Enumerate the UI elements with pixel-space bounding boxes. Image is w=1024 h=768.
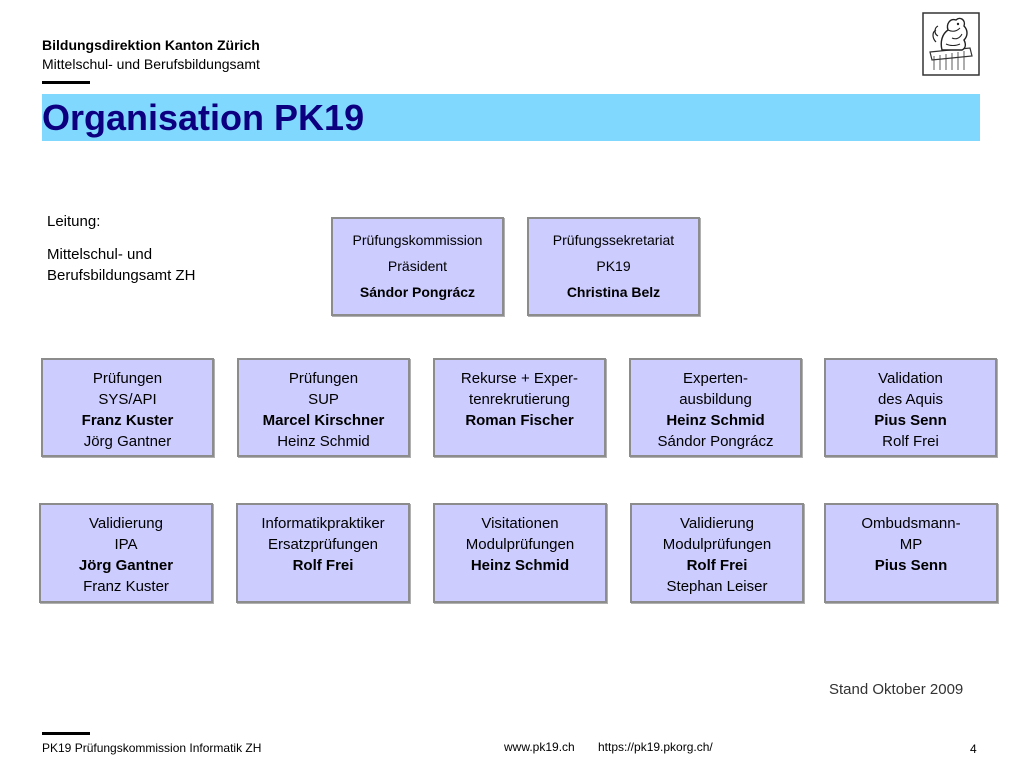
box-line: Prüfungskommission [352, 232, 483, 248]
box-person-deputy: Rolf Frei [882, 433, 939, 450]
org-box-rekurse: Rekurse + Exper- tenrekrutierung Roman F… [433, 358, 606, 457]
leitung-text: Mittelschul- und Berufsbildungsamt ZH [47, 244, 247, 286]
box-person-lead: Franz Kuster [81, 412, 174, 429]
header-department: Mittelschul- und Berufsbildungsamt [42, 56, 260, 72]
header-organization: Bildungsdirektion Kanton Zürich [42, 37, 260, 53]
header-rule [42, 81, 90, 84]
box-line: SYS/API [98, 391, 157, 408]
page-number: 4 [970, 742, 977, 756]
box-line: Experten- [682, 370, 749, 387]
box-person-lead: Sándor Pongrácz [359, 284, 476, 300]
box-line: Modulprüfungen [465, 536, 575, 553]
footer-title: PK19 Prüfungskommission Informatik ZH [42, 741, 262, 755]
org-box-pruefungen-sys-api: Prüfungen SYS/API Franz Kuster Jörg Gant… [41, 358, 214, 457]
box-line: Validierung [680, 515, 754, 532]
box-line: Modulprüfungen [662, 536, 772, 553]
title-bar: Organisation PK19 [42, 94, 980, 141]
box-line: Prüfungen [288, 370, 359, 387]
box-line: Präsident [387, 258, 448, 274]
box-line: Informatikpraktiker [261, 515, 385, 532]
box-person-lead: Pius Senn [874, 557, 948, 574]
leitung-line: Mittelschul- und [47, 246, 153, 263]
org-box-pruefungssekretariat: Prüfungssekretariat PK19 Christina Belz [527, 217, 700, 316]
box-line: SUP [308, 391, 339, 408]
box-line: Prüfungssekretariat [552, 232, 675, 248]
org-box-informatikpraktiker: Informatikpraktiker Ersatzprüfungen Rolf… [236, 503, 410, 603]
box-line: Ersatzprüfungen [267, 536, 379, 553]
leitung-label: Leitung: [47, 213, 101, 230]
stand-date: Stand Oktober 2009 [829, 681, 964, 698]
box-line: Rekurse + Exper- [460, 370, 579, 387]
org-box-visitationen: Visitationen Modulprüfungen Heinz Schmid [433, 503, 607, 603]
org-box-pruefungen-sup: Prüfungen SUP Marcel Kirschner Heinz Sch… [237, 358, 410, 457]
org-box-expertenausbildung: Experten- ausbildung Heinz Schmid Sándor… [629, 358, 802, 457]
box-person-deputy: Jörg Gantner [83, 433, 172, 450]
footer-rule [42, 732, 90, 735]
box-person-lead: Pius Senn [874, 412, 947, 429]
org-box-pruefungskommission: Prüfungskommission Präsident Sándor Pong… [331, 217, 504, 316]
box-line: IPA [114, 536, 138, 553]
box-line: des Aquis [877, 391, 944, 408]
box-person-lead: Rolf Frei [686, 557, 748, 574]
box-line: Validation [878, 370, 943, 387]
org-box-validierung-ipa: Validierung IPA Jörg Gantner Franz Kuste… [39, 503, 213, 603]
box-line: Visitationen [481, 515, 559, 532]
box-person-lead: Roman Fischer [465, 412, 574, 429]
box-person-lead: Heinz Schmid [470, 557, 570, 574]
zurich-lion-logo-icon [922, 12, 980, 76]
box-person-deputy: Heinz Schmid [277, 433, 370, 450]
box-person-lead: Marcel Kirschner [262, 412, 385, 429]
org-box-validation-aquis: Validation des Aquis Pius Senn Rolf Frei [824, 358, 997, 457]
box-person-lead: Heinz Schmid [666, 412, 765, 429]
box-line: PK19 [596, 258, 631, 274]
box-person-lead: Rolf Frei [292, 557, 354, 574]
box-person-deputy: Stephan Leiser [666, 578, 768, 595]
box-line: MP [899, 536, 923, 553]
box-person-deputy: Franz Kuster [83, 578, 169, 595]
box-line: Ombudsmann- [861, 515, 961, 532]
org-box-validierung-modulpruefungen: Validierung Modulprüfungen Rolf Frei Ste… [630, 503, 804, 603]
box-line: Prüfungen [92, 370, 163, 387]
footer-link-https[interactable]: https://pk19.pkorg.ch/ [598, 740, 713, 754]
leitung-line: Berufsbildungsamt ZH [47, 267, 196, 284]
box-person-deputy: Sándor Pongrácz [657, 433, 774, 450]
box-line: Validierung [89, 515, 163, 532]
box-line: ausbildung [679, 391, 752, 408]
org-box-ombudsmann: Ombudsmann- MP Pius Senn [824, 503, 998, 603]
page-title: Organisation PK19 [42, 97, 365, 138]
box-person-lead: Jörg Gantner [78, 557, 174, 574]
box-line: tenrekrutierung [469, 391, 570, 408]
footer-link-www[interactable]: www.pk19.ch [504, 740, 575, 754]
box-person-lead: Christina Belz [566, 284, 661, 300]
